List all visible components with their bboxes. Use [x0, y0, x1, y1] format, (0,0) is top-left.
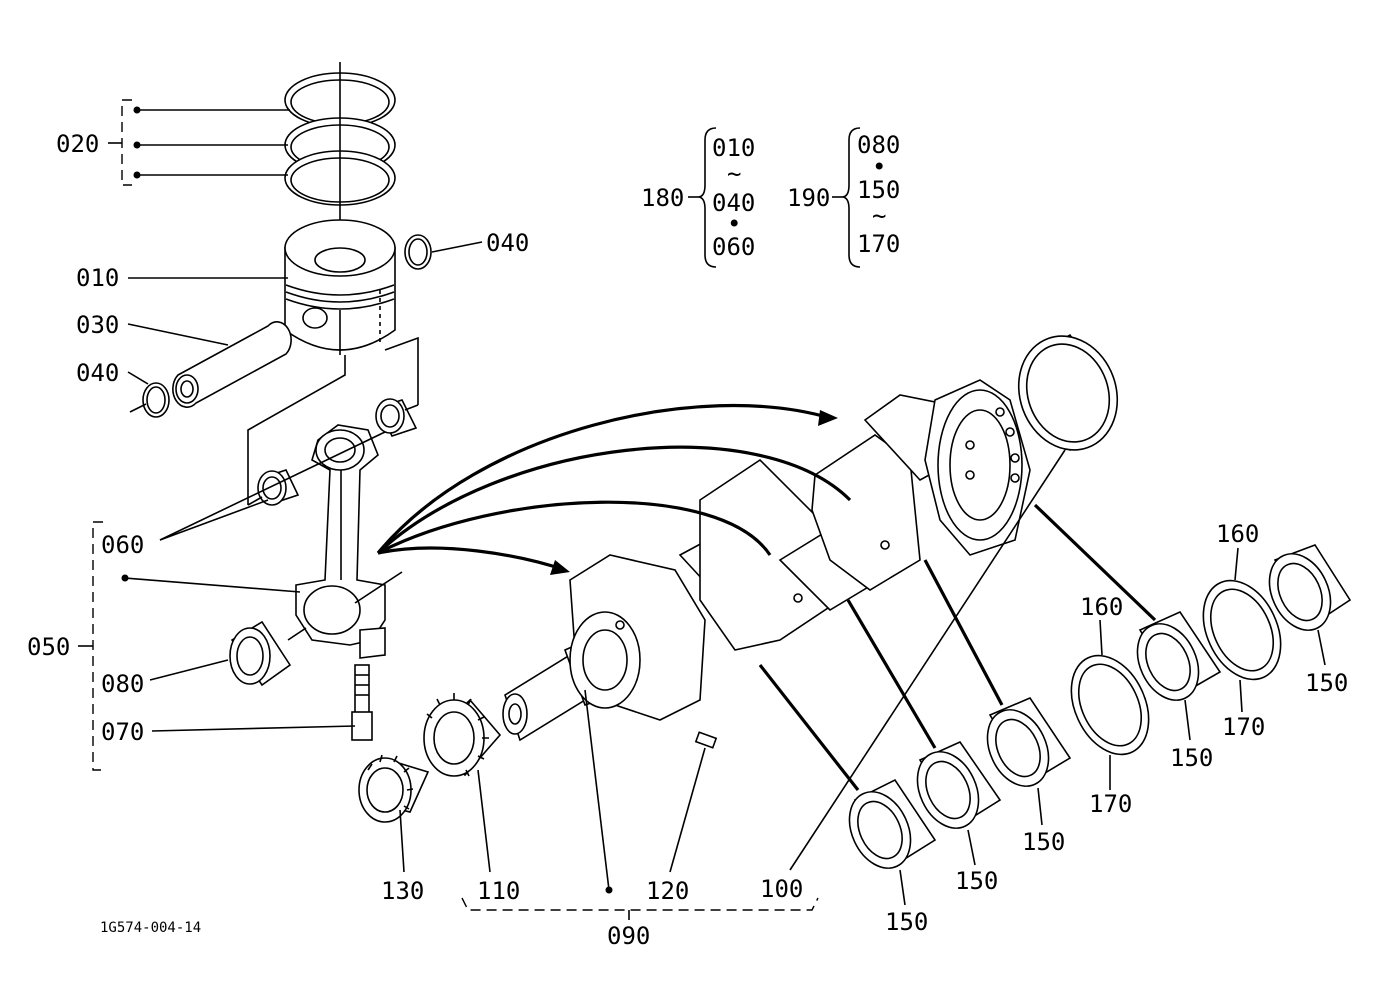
kit-190-item-3: 150 — [857, 176, 900, 204]
kit-180-item-3: 040 — [712, 189, 755, 217]
crankshaft — [502, 379, 1031, 742]
piston-rings — [284, 62, 396, 245]
gear-130 — [358, 754, 430, 823]
connecting-rod — [295, 424, 386, 659]
label-080: 080 — [101, 670, 144, 698]
label-100: 100 — [760, 875, 803, 903]
figure-code: 1G574-004-14 — [100, 920, 201, 936]
kit-180-item-5: 060 — [712, 233, 755, 261]
main-bearing-1 — [848, 778, 937, 869]
piston-pin — [172, 321, 292, 408]
kit-180-item-1: 010 — [712, 134, 755, 162]
label-170-2: 170 — [1222, 713, 1265, 741]
label-170-1: 170 — [1089, 790, 1132, 818]
rear-seal — [1017, 333, 1119, 452]
circlip-right — [404, 234, 432, 270]
bushing-lower — [257, 469, 300, 506]
label-020: 020 — [56, 130, 99, 158]
kit-180-item-2: ~ — [727, 160, 741, 188]
label-150-2: 150 — [955, 867, 998, 895]
label-160-1: 160 — [1080, 593, 1123, 621]
label-090: 090 — [607, 922, 650, 950]
kit-190-item-4: ~ — [872, 202, 886, 230]
label-060: 060 — [101, 531, 144, 559]
kit-180-id: 180 — [641, 184, 684, 212]
bushing-upper — [375, 398, 418, 437]
thrust-washer-2 — [1202, 579, 1282, 681]
piston — [284, 219, 396, 355]
main-bearing-5 — [1268, 544, 1352, 631]
key — [694, 731, 718, 749]
gear-110 — [423, 693, 502, 777]
label-130: 130 — [381, 877, 424, 905]
rod-bearing — [229, 620, 292, 687]
rod-bolt — [351, 664, 373, 741]
circlip-left — [142, 382, 170, 418]
journal-arrows — [758, 503, 1157, 791]
kit-180-item-4: • — [727, 210, 741, 238]
label-040-left: 040 — [76, 359, 119, 387]
label-070: 070 — [101, 718, 144, 746]
label-040-right: 040 — [486, 229, 529, 257]
thrust-washer-1 — [1070, 654, 1150, 756]
kit-190-item-5: 170 — [857, 230, 900, 258]
label-160-2: 160 — [1216, 520, 1259, 548]
label-150-5: 150 — [1305, 669, 1348, 697]
kit-190-item-1: 080 — [857, 131, 900, 159]
label-050: 050 — [27, 633, 70, 661]
label-150-4: 150 — [1170, 744, 1213, 772]
label-150-3: 150 — [1022, 828, 1065, 856]
label-010: 010 — [76, 264, 119, 292]
kit-190-item-2: • — [872, 153, 886, 181]
main-bearing-4 — [1136, 610, 1222, 701]
label-150-1: 150 — [885, 908, 928, 936]
label-120: 120 — [646, 877, 689, 905]
label-110: 110 — [477, 877, 520, 905]
main-bearing-3 — [986, 697, 1072, 787]
assembly-arrows — [376, 403, 852, 575]
main-bearing-2 — [916, 740, 1002, 829]
label-030: 030 — [76, 311, 119, 339]
kit-190-id: 190 — [787, 184, 830, 212]
